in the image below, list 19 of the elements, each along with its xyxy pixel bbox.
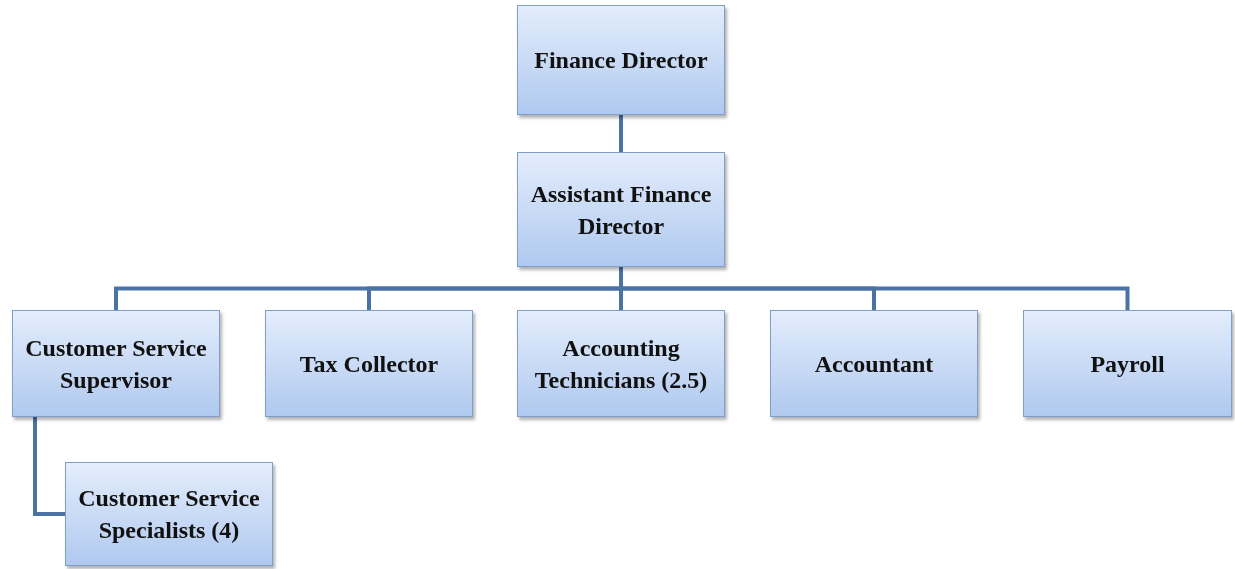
role-title: Accountant bbox=[813, 349, 935, 379]
org-chart-box bbox=[65, 462, 273, 566]
role-title: Payroll bbox=[1089, 349, 1166, 379]
org-chart-box bbox=[265, 310, 473, 417]
org-chart-box bbox=[1023, 310, 1232, 417]
org-chart-box bbox=[517, 310, 725, 417]
org-chart-box bbox=[770, 310, 978, 417]
role-title: Tax Collector bbox=[298, 349, 440, 379]
org-chart-box bbox=[12, 310, 220, 417]
role-title: Finance Director bbox=[533, 46, 709, 75]
role-title: Assistant Finance Director bbox=[529, 179, 713, 241]
connector-line bbox=[619, 115, 623, 152]
org-chart-box bbox=[517, 152, 725, 267]
role-title: Accounting Technicians (2.5) bbox=[533, 333, 709, 395]
role-title: Customer Service Specialists (4) bbox=[77, 484, 261, 545]
connector-line bbox=[33, 417, 65, 516]
org-chart-box bbox=[517, 5, 725, 115]
connector-line bbox=[619, 267, 1130, 310]
role-title: Customer Service Supervisor bbox=[24, 333, 208, 395]
